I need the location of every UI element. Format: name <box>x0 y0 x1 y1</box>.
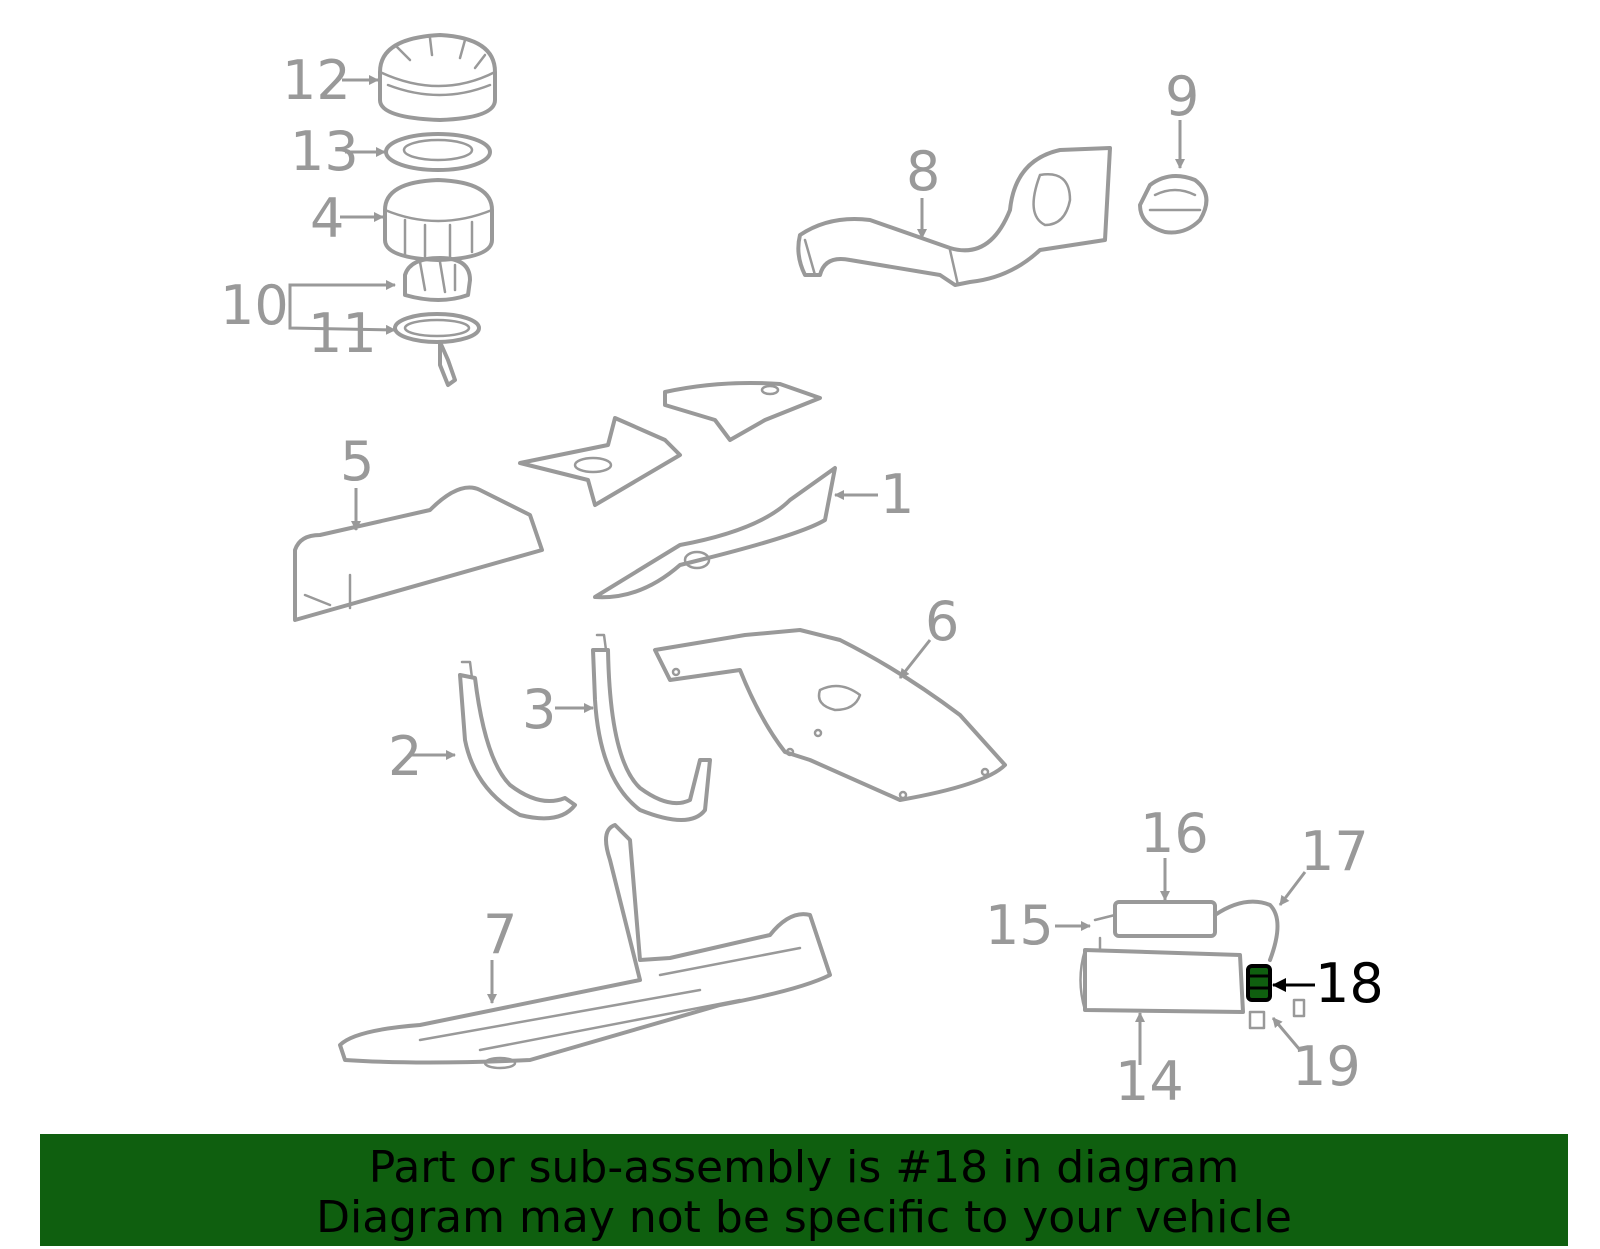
callout-5: 5 <box>340 430 374 493</box>
callout-12: 12 <box>282 49 351 112</box>
callout-18: 18 <box>1315 952 1384 1015</box>
part-1-heat-shield <box>593 466 837 600</box>
part-9-fuel-cap <box>1138 174 1209 235</box>
callout-16: 16 <box>1140 802 1209 865</box>
callout-13: 13 <box>290 120 359 183</box>
callout-10: 10 <box>220 274 289 337</box>
part-19-fitting <box>1248 998 1306 1030</box>
part-2-strap <box>458 660 577 821</box>
part-17-hose <box>1213 899 1280 962</box>
callout-9: 9 <box>1165 65 1199 128</box>
callout-19: 19 <box>1292 1035 1361 1098</box>
part-6-shield <box>653 628 1007 802</box>
info-banner: Part or sub-assembly is #18 in diagram D… <box>40 1134 1568 1246</box>
part-13-gasket <box>384 132 492 172</box>
part-3-strap <box>591 633 712 822</box>
callout-8: 8 <box>906 140 940 203</box>
callout-11: 11 <box>308 302 377 365</box>
part-4-retainer <box>383 178 494 262</box>
part-16-canister-top <box>1093 900 1217 952</box>
part-12-lock-ring <box>378 33 497 122</box>
callout-17: 17 <box>1300 820 1369 883</box>
callout-1: 1 <box>880 463 914 526</box>
part-10-sender <box>403 256 472 387</box>
part-18-valve <box>1246 964 1272 1002</box>
part-14-canister <box>1079 948 1245 1014</box>
banner-line-part: Part or sub-assembly is #18 in diagram <box>368 1142 1240 1193</box>
part-7-skid-plate <box>338 823 832 1070</box>
callout-7: 7 <box>483 903 517 966</box>
callout-15: 15 <box>985 894 1054 957</box>
part-5-heat-shield <box>293 485 544 622</box>
part-8-filler-pipe <box>796 146 1112 287</box>
callout-6: 6 <box>925 590 959 653</box>
banner-line-disclaimer: Diagram may not be specific to your vehi… <box>316 1192 1292 1243</box>
callout-14: 14 <box>1115 1050 1184 1113</box>
callout-4: 4 <box>310 187 344 250</box>
part-11-seal <box>393 312 481 344</box>
part-heat-shield-upper <box>518 381 822 507</box>
callout-3: 3 <box>522 678 556 741</box>
callout-2: 2 <box>388 725 422 788</box>
